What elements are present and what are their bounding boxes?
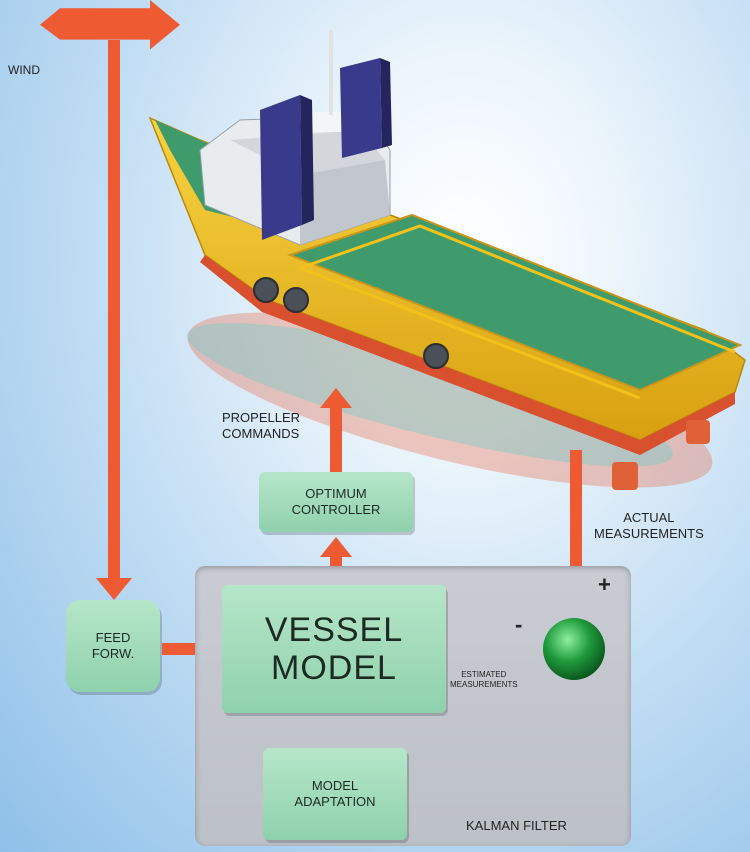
ship-funnel-right <box>340 58 382 158</box>
feed-forward-box: FEED FORW. <box>66 600 160 692</box>
model-adaptation-line2: ADAPTATION <box>294 794 376 809</box>
estimated-measurements-label: ESTIMATED MEASUREMENTS <box>450 670 518 690</box>
actual-measurements-line1: ACTUAL <box>623 510 675 525</box>
ship-fender <box>253 277 279 303</box>
feed-forward-line2: FORW. <box>91 646 135 661</box>
minus-sign: - <box>515 612 523 637</box>
model-adaptation-box: MODEL ADAPTATION <box>263 748 407 840</box>
feed-forward-line1: FEED <box>95 630 131 645</box>
model-adaptation-line1: MODEL <box>311 778 359 793</box>
optimum-controller-line1: OPTIMUM <box>305 486 367 501</box>
optimum-controller-box: OPTIMUM CONTROLLER <box>259 472 413 532</box>
vessel-model-line1: VESSEL <box>264 611 404 649</box>
estimated-measurements-line1: ESTIMATED <box>461 670 507 679</box>
kalman-filter-label: KALMAN FILTER <box>466 818 567 833</box>
plus-sign: + <box>598 572 611 597</box>
wind-arrow <box>40 0 180 50</box>
wind-label: WIND <box>8 63 40 77</box>
ship-funnel-left <box>260 95 302 240</box>
ship-wake <box>187 312 713 488</box>
supply-vessel-illustration <box>148 30 746 455</box>
propeller-commands-line2: COMMANDS <box>222 426 300 441</box>
wind-to-feedforward-line <box>108 40 120 580</box>
vessel-model-box: VESSEL MODEL <box>222 585 446 713</box>
actual-measurements-label: ACTUAL MEASUREMENTS <box>594 510 704 542</box>
ship-railing <box>299 224 736 354</box>
actual-measurements-line2: MEASUREMENTS <box>594 526 704 541</box>
estimated-measurements-line2: MEASUREMENTS <box>450 680 518 689</box>
propeller-commands-line1: PROPELLER <box>222 410 301 425</box>
vessel-model-line2: MODEL <box>271 649 397 687</box>
propeller-commands-arrow <box>330 405 342 473</box>
summing-junction <box>543 618 605 680</box>
optimum-controller-line2: CONTROLLER <box>291 502 381 517</box>
actual-measurements-arrow <box>570 450 582 600</box>
ship-deck <box>287 213 743 392</box>
propeller-commands-label: PROPELLER COMMANDS <box>222 410 300 442</box>
